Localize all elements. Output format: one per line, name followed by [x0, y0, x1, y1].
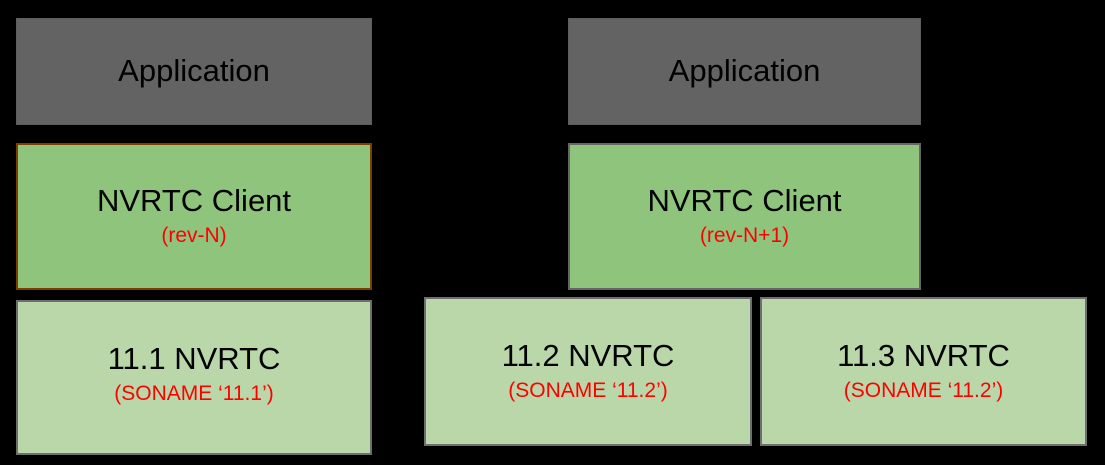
nvrtc-client-box-left: NVRTC Client (rev-N) — [16, 143, 372, 290]
nvrtc-client-label-right: NVRTC Client — [647, 183, 842, 218]
nvrtc-library-box-11-1: 11.1 NVRTC (SONAME ‘11.1’) — [16, 300, 372, 455]
application-box-left: Application — [16, 18, 372, 125]
nvrtc-client-box-right: NVRTC Client (rev-N+1) — [568, 143, 921, 290]
nvrtc-client-label-left: NVRTC Client — [96, 183, 292, 218]
nvrtc-library-label-11-2: 11.2 NVRTC — [501, 338, 675, 373]
nvrtc-library-soname-11-3: (SONAME ‘11.2’) — [843, 379, 1004, 402]
application-label-right: Application — [668, 53, 821, 88]
nvrtc-library-label-11-3: 11.3 NVRTC — [837, 338, 1010, 373]
nvrtc-library-soname-11-2: (SONAME ‘11.2’) — [508, 379, 668, 402]
nvrtc-library-label-11-1: 11.1 NVRTC — [107, 341, 281, 376]
nvrtc-client-revision-left: (rev-N) — [161, 224, 227, 247]
application-label-left: Application — [118, 53, 270, 88]
nvrtc-client-revision-right: (rev-N+1) — [699, 224, 790, 247]
nvrtc-library-box-11-3: 11.3 NVRTC (SONAME ‘11.2’) — [760, 297, 1087, 446]
nvrtc-library-soname-11-1: (SONAME ‘11.1’) — [114, 382, 274, 405]
nvrtc-library-box-11-2: 11.2 NVRTC (SONAME ‘11.2’) — [424, 297, 752, 446]
application-box-right: Application — [568, 18, 921, 125]
